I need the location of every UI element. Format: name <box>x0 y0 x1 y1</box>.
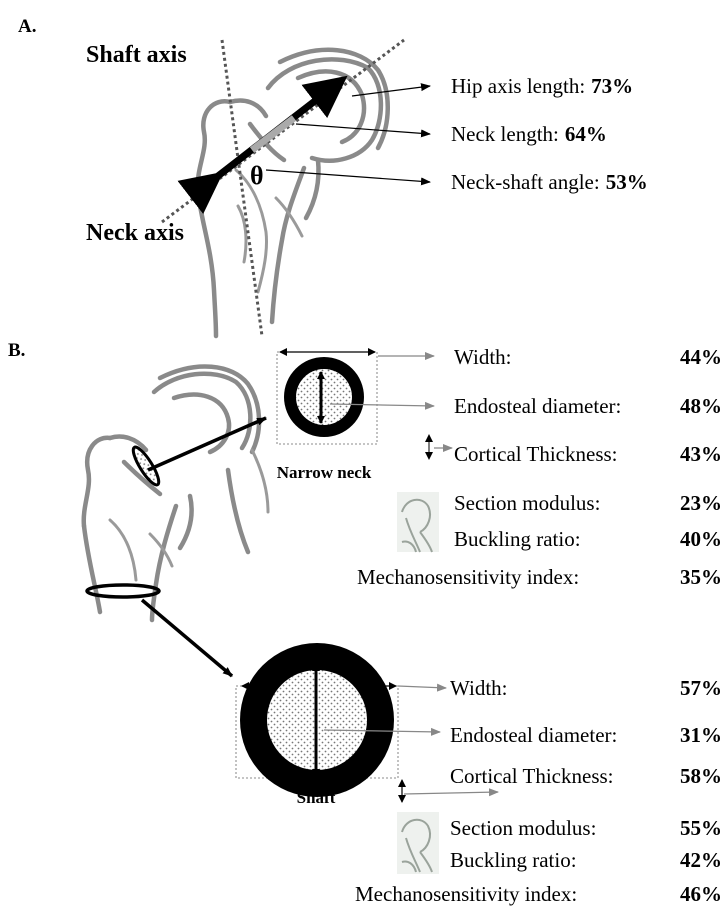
measure-row: Hip axis length:73% <box>451 74 633 98</box>
measure-value: 43% <box>680 442 722 466</box>
measure-label: Mechanosensitivity index: <box>355 882 577 906</box>
leader-shaft-width <box>398 686 446 688</box>
measure-row: Neck-shaft angle:53% <box>451 170 648 194</box>
measure-label: Cortical Thickness: <box>454 442 618 466</box>
panel-b-label: B. <box>8 340 25 361</box>
measure-label: Endosteal diameter: <box>454 394 621 418</box>
measure-label: Section modulus: <box>454 491 600 515</box>
measure-value: 58% <box>680 764 722 788</box>
measure-value: 44% <box>680 345 722 369</box>
neck-axis-label: Neck axis <box>86 220 184 246</box>
narrow-neck-measures: Width: 44% Endosteal diameter: 48% Corti… <box>357 345 722 589</box>
measure-value: 35% <box>680 565 722 589</box>
measure-value: 31% <box>680 723 722 747</box>
shaft-axis-label: Shaft axis <box>86 42 187 68</box>
leader-shaft-cortical <box>404 792 498 794</box>
measure-value: 48% <box>680 394 722 418</box>
neck-pointer-arrow <box>148 418 266 470</box>
measure-value: 57% <box>680 676 722 700</box>
panel-a-measures: Hip axis length:73% Neck length:64% Neck… <box>451 74 648 194</box>
femur-drawing-b <box>84 367 268 620</box>
shaft-caption: Shaft <box>297 788 336 807</box>
femur-drawing-a <box>198 50 388 336</box>
panel-a-label: A. <box>18 16 36 37</box>
measure-label: Buckling ratio: <box>450 848 577 872</box>
leader-neck-shaft-angle <box>266 170 430 182</box>
measure-label: Section modulus: <box>450 816 596 840</box>
femur-thumbnail-icon <box>397 812 439 874</box>
measure-value: 55% <box>680 816 722 840</box>
measure-row: Neck length:64% <box>451 122 607 146</box>
measure-label: Endosteal diameter: <box>450 723 617 747</box>
measure-value: 40% <box>680 527 722 551</box>
measure-value: 42% <box>680 848 722 872</box>
measure-label: Mechanosensitivity index: <box>357 565 579 589</box>
measure-label: Width: <box>450 676 507 700</box>
measure-value: 46% <box>680 882 722 906</box>
measure-label: Buckling ratio: <box>454 527 581 551</box>
theta-symbol: θ <box>250 161 264 190</box>
leader-neck-length <box>296 124 430 134</box>
shaft-pointer-arrow <box>142 600 232 676</box>
measure-label: Width: <box>454 345 511 369</box>
measure-value: 23% <box>680 491 722 515</box>
shaft-section <box>236 643 402 802</box>
narrow-neck-caption: Narrow neck <box>277 463 372 482</box>
femur-thumbnail-icon <box>397 492 439 552</box>
leader-hip-axis <box>352 86 430 96</box>
measure-label: Cortical Thickness: <box>450 764 614 788</box>
